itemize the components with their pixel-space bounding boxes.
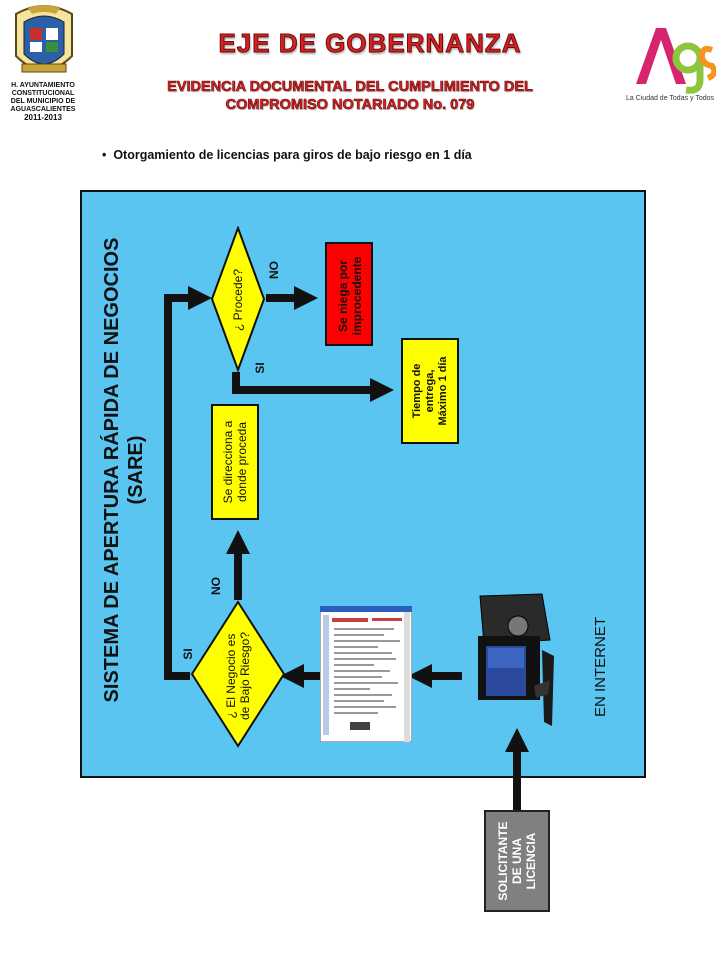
web-form-screenshot-icon <box>320 606 412 742</box>
municipality-name: H. AYUNTAMIENTO CONSTITUCIONAL DEL MUNIC… <box>0 82 86 122</box>
tiempo-entrega-label: Tiempo de entrega, Máximo 1 día <box>410 356 449 426</box>
municipal-seal-logo <box>15 5 73 73</box>
label-no-procede: NO <box>267 261 281 279</box>
ags-logo <box>636 28 716 94</box>
label-no-bajo-riesgo: NO <box>209 577 223 595</box>
procede-decision-diamond <box>210 226 266 372</box>
bajo-riesgo-label: ¿ El Negocio es de Bajo Riesgo? <box>224 631 252 721</box>
se-niega-box <box>325 242 373 346</box>
tiempo-entrega-box <box>401 338 459 444</box>
procede-label: ¿ Procede? <box>231 268 245 332</box>
bajo-riesgo-decision-diamond <box>190 600 286 748</box>
bullet-text: Otorgamiento de licencias para giros de … <box>113 148 472 162</box>
solicitante-label: SOLICITANTE DE UNA LICENCIA <box>496 821 538 901</box>
solicitante-box <box>484 810 550 912</box>
page-subtitle: EVIDENCIA DOCUMENTAL DEL CUMPLIMIENTO DE… <box>167 79 533 114</box>
se-direcciona-box <box>211 404 259 520</box>
arrow-si-to-tiempo <box>232 372 394 402</box>
arrow-si-to-procede <box>164 286 212 680</box>
bullet-item: • Otorgamiento de licencias para giros d… <box>102 148 472 162</box>
se-niega-label: Se niega por improcedente <box>336 256 364 336</box>
se-direcciona-label: Se direcciona a donde proceda <box>221 420 249 504</box>
computer-icon <box>478 593 554 726</box>
label-si-bajo-riesgo: SI <box>181 648 195 660</box>
municipality-years: 2011-2013 <box>24 113 62 122</box>
ags-tagline: La Ciudad de Todas y Todos <box>625 95 715 102</box>
page-title: EJE DE GOBERNANZA <box>218 28 522 59</box>
label-si-procede: SI <box>253 362 267 374</box>
